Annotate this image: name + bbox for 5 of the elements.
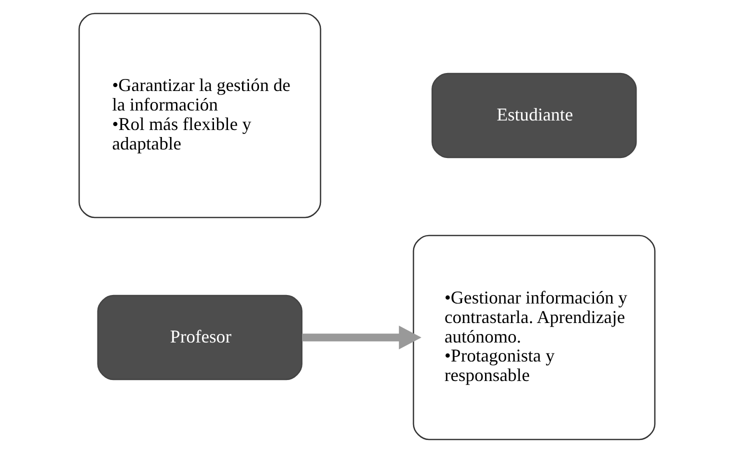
node-box: •Garantizar la gestión de la información •Rol más flexible y adaptable — [78, 12, 321, 218]
node-box: •Gestionar información y contrastarla. Aprendizaje autónomo. •Protagonista y responsable — [412, 234, 655, 440]
node-box: Profesor — [96, 294, 302, 380]
arrow — [302, 326, 421, 350]
node-box: Estudiante — [431, 72, 636, 158]
